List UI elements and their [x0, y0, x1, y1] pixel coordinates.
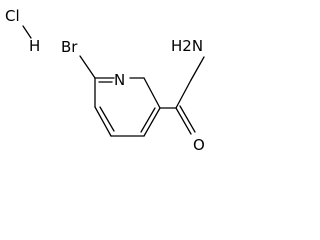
ring-bond-c3-c4: [143, 107, 161, 137]
nitrogen-label: N: [114, 71, 125, 89]
pyridine-ring: [94, 77, 161, 137]
carbonyl-double-bond-2: [179, 105, 196, 133]
hydrogen-label: H: [29, 37, 40, 55]
c-br-bond: [79, 55, 96, 79]
methylene-to-amine-bond: [190, 56, 205, 81]
carbonyl-to-methylene-bond: [175, 79, 192, 109]
ring-bond-c2-c3: [143, 77, 161, 109]
carbonyl-double-bond-1: [175, 107, 192, 135]
ring-bond-c5-c6-double: [99, 106, 115, 132]
bromine-label: Br: [61, 38, 78, 56]
amine-label: H2N: [171, 37, 203, 55]
oxygen-label: O: [193, 136, 205, 154]
ring-bond-c3-c4-double: [140, 107, 156, 133]
chemical-structure-diagram: Cl H Br N O H2N: [5, 7, 205, 154]
h-cl-bond: [22, 25, 32, 39]
ring-bond-c5-c6: [94, 106, 112, 137]
chlorine-label: Cl: [5, 7, 20, 25]
